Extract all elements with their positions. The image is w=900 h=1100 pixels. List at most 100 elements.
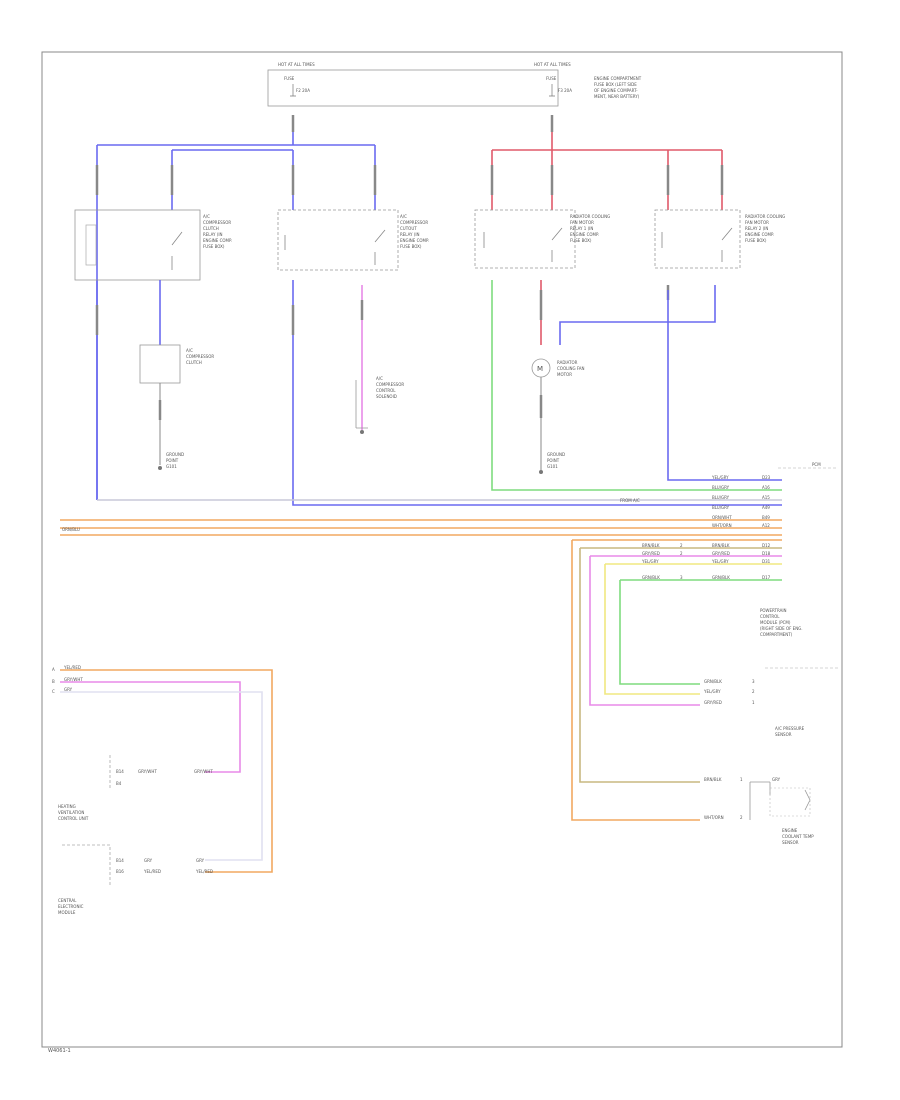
svg-text:G101: G101 — [547, 464, 558, 469]
svg-text:FUSE BOX (LEFT SIDE: FUSE BOX (LEFT SIDE — [594, 82, 637, 87]
svg-text:POWERTRAIN: POWERTRAIN — [760, 608, 787, 613]
svg-text:COMPRESSOR: COMPRESSOR — [203, 220, 231, 225]
svg-text:MODULE (PCM): MODULE (PCM) — [760, 620, 791, 625]
pcm-wire-left-color: GRY/RED — [642, 551, 660, 556]
relay-1: A/C COMPRESSOR CLUTCH RELAY (IN ENGINE C… — [74, 209, 232, 281]
pcm-wire-color: BLU/GRY — [712, 495, 730, 500]
svg-text:OF ENGINE COMPART-: OF ENGINE COMPART- — [594, 88, 638, 93]
sensor-wire-color: GRN/BLK — [704, 679, 722, 684]
climate-pin: B14 — [116, 769, 124, 774]
svg-text:A/C PRESSURE: A/C PRESSURE — [775, 726, 805, 731]
svg-text:F2 20A: F2 20A — [296, 88, 310, 93]
pcm-pin: D17 — [762, 575, 771, 580]
svg-text:ELECTRONIC: ELECTRONIC — [58, 904, 84, 909]
svg-text:RELAY (IN: RELAY (IN — [400, 232, 420, 237]
svg-text:RELAY (IN: RELAY (IN — [203, 232, 223, 237]
red-feed-wires — [491, 120, 723, 345]
svg-text:A/C: A/C — [376, 376, 383, 381]
svg-text:GROUND: GROUND — [166, 452, 184, 457]
left-module-wires — [60, 669, 273, 873]
left-wire-pin: A — [52, 667, 55, 672]
pcm-wire-color: WHT/ORN — [712, 523, 732, 528]
sensor-drop-wires — [571, 540, 700, 821]
pcm-wire-color: BRN/BLK — [712, 543, 730, 548]
svg-text:HOT AT ALL TIMES: HOT AT ALL TIMES — [534, 62, 571, 67]
pcm-pin: A15 — [762, 495, 770, 500]
fuse-box-left: HOT AT ALL TIMES FUSE F2 20A — [267, 62, 559, 107]
svg-text:ENGINE COMP.: ENGINE COMP. — [570, 232, 599, 237]
relay-2: A/C COMPRESSOR CUTOUT RELAY (IN ENGINE C… — [277, 209, 429, 271]
pcm-pin: D12 — [762, 543, 771, 548]
pcm-wire-color: GRN/BLK — [712, 575, 730, 580]
svg-text:FUSE BOX): FUSE BOX) — [570, 238, 592, 243]
ground-icon — [539, 470, 543, 474]
svg-text:GROUND: GROUND — [547, 452, 565, 457]
page-footer-id: W4061-1 — [48, 1048, 71, 1054]
svg-text:FUSE BOX): FUSE BOX) — [745, 238, 767, 243]
pcm-pin: A12 — [762, 523, 770, 528]
pcm-wire-left-pin: 2 — [680, 551, 683, 556]
svg-text:CONTROL UNIT: CONTROL UNIT — [58, 816, 89, 821]
svg-text:A/C: A/C — [186, 348, 193, 353]
pcm-wire-color: GRY/RED — [712, 551, 730, 556]
left-wire-pin: C — [52, 689, 55, 694]
wire-blue-relay2-out — [292, 280, 782, 506]
svg-text:A/C: A/C — [203, 214, 210, 219]
svg-text:ENGINE COMP.: ENGINE COMP. — [400, 238, 429, 243]
svg-text:COMPRESSOR: COMPRESSOR — [376, 382, 404, 387]
ect-wire-color: BRN/BLK — [704, 777, 722, 782]
pcm-wire-left-color: YEL/GRY — [641, 559, 659, 564]
pcm-wire-color: BLU/GRY — [712, 485, 730, 490]
cem-pin: B16 — [116, 869, 124, 874]
svg-text:COOLANT TEMP: COOLANT TEMP — [782, 834, 814, 839]
pcm-wire-left-color: GRN/BLK — [642, 575, 660, 580]
svg-text:FUSE BOX): FUSE BOX) — [203, 244, 225, 249]
svg-text:CLUTCH: CLUTCH — [186, 360, 202, 365]
svg-text:COOLING FAN: COOLING FAN — [557, 366, 585, 371]
ect-wire-color: WHT/ORN — [704, 815, 724, 820]
pcm-pin: B49 — [762, 515, 770, 520]
svg-text:FUSE BOX): FUSE BOX) — [400, 244, 422, 249]
svg-text:RADIATOR: RADIATOR — [557, 360, 578, 365]
climate-wire-color: GRY/WHT — [138, 769, 157, 774]
sensor-wire-color: YEL/GRY — [703, 689, 721, 694]
svg-text:MENT, NEAR BATTERY): MENT, NEAR BATTERY) — [594, 94, 640, 99]
cem-wire-color: GRY — [144, 858, 153, 863]
svg-text:RELAY 2 (IN: RELAY 2 (IN — [745, 226, 768, 231]
ac-clutch-branch: A/C COMPRESSOR CLUTCH GROUND POINT G101 — [139, 280, 214, 470]
svg-text:COMPRESSOR: COMPRESSOR — [186, 354, 214, 359]
pcm-wire-color: BLU/GRY — [712, 505, 730, 510]
pcm-wire-color: ORN/WHT — [712, 515, 732, 520]
svg-text:POINT: POINT — [547, 458, 560, 463]
svg-text:FUSE: FUSE — [284, 76, 295, 81]
svg-text:FAN MOTOR: FAN MOTOR — [570, 220, 594, 225]
cem-wire-dst: YEL/RED — [195, 869, 213, 874]
svg-text:SOLENOID: SOLENOID — [376, 394, 397, 399]
cem-pin: B14 — [116, 858, 124, 863]
svg-text:COMPRESSOR: COMPRESSOR — [400, 220, 428, 225]
svg-text:CONTROL: CONTROL — [376, 388, 396, 393]
svg-text:RELAY 1 (IN: RELAY 1 (IN — [570, 226, 593, 231]
climate-pin: B4 — [116, 781, 122, 786]
svg-text:CLUTCH: CLUTCH — [203, 226, 219, 231]
svg-text:G101: G101 — [166, 464, 177, 469]
ect-pin: 2 — [740, 815, 743, 820]
cem-wire-dst: GRY — [196, 858, 205, 863]
left-wire-color: GRY/WHT — [64, 677, 83, 682]
connector-stubs — [95, 115, 724, 335]
svg-text:ENGINE COMPARTMENT: ENGINE COMPARTMENT — [594, 76, 642, 81]
left-wire-color: GRY — [64, 687, 73, 692]
pcm-pin: A16 — [762, 485, 770, 490]
ground-icon — [158, 466, 162, 470]
cem-wire-color: YEL/RED — [143, 869, 161, 874]
page-frame — [41, 51, 843, 1048]
ac-pressure-sensor-label: A/C PRESSURE SENSOR — [775, 726, 805, 737]
sensor-pin: 3 — [752, 679, 755, 684]
svg-text:CUTOUT: CUTOUT — [400, 226, 417, 231]
